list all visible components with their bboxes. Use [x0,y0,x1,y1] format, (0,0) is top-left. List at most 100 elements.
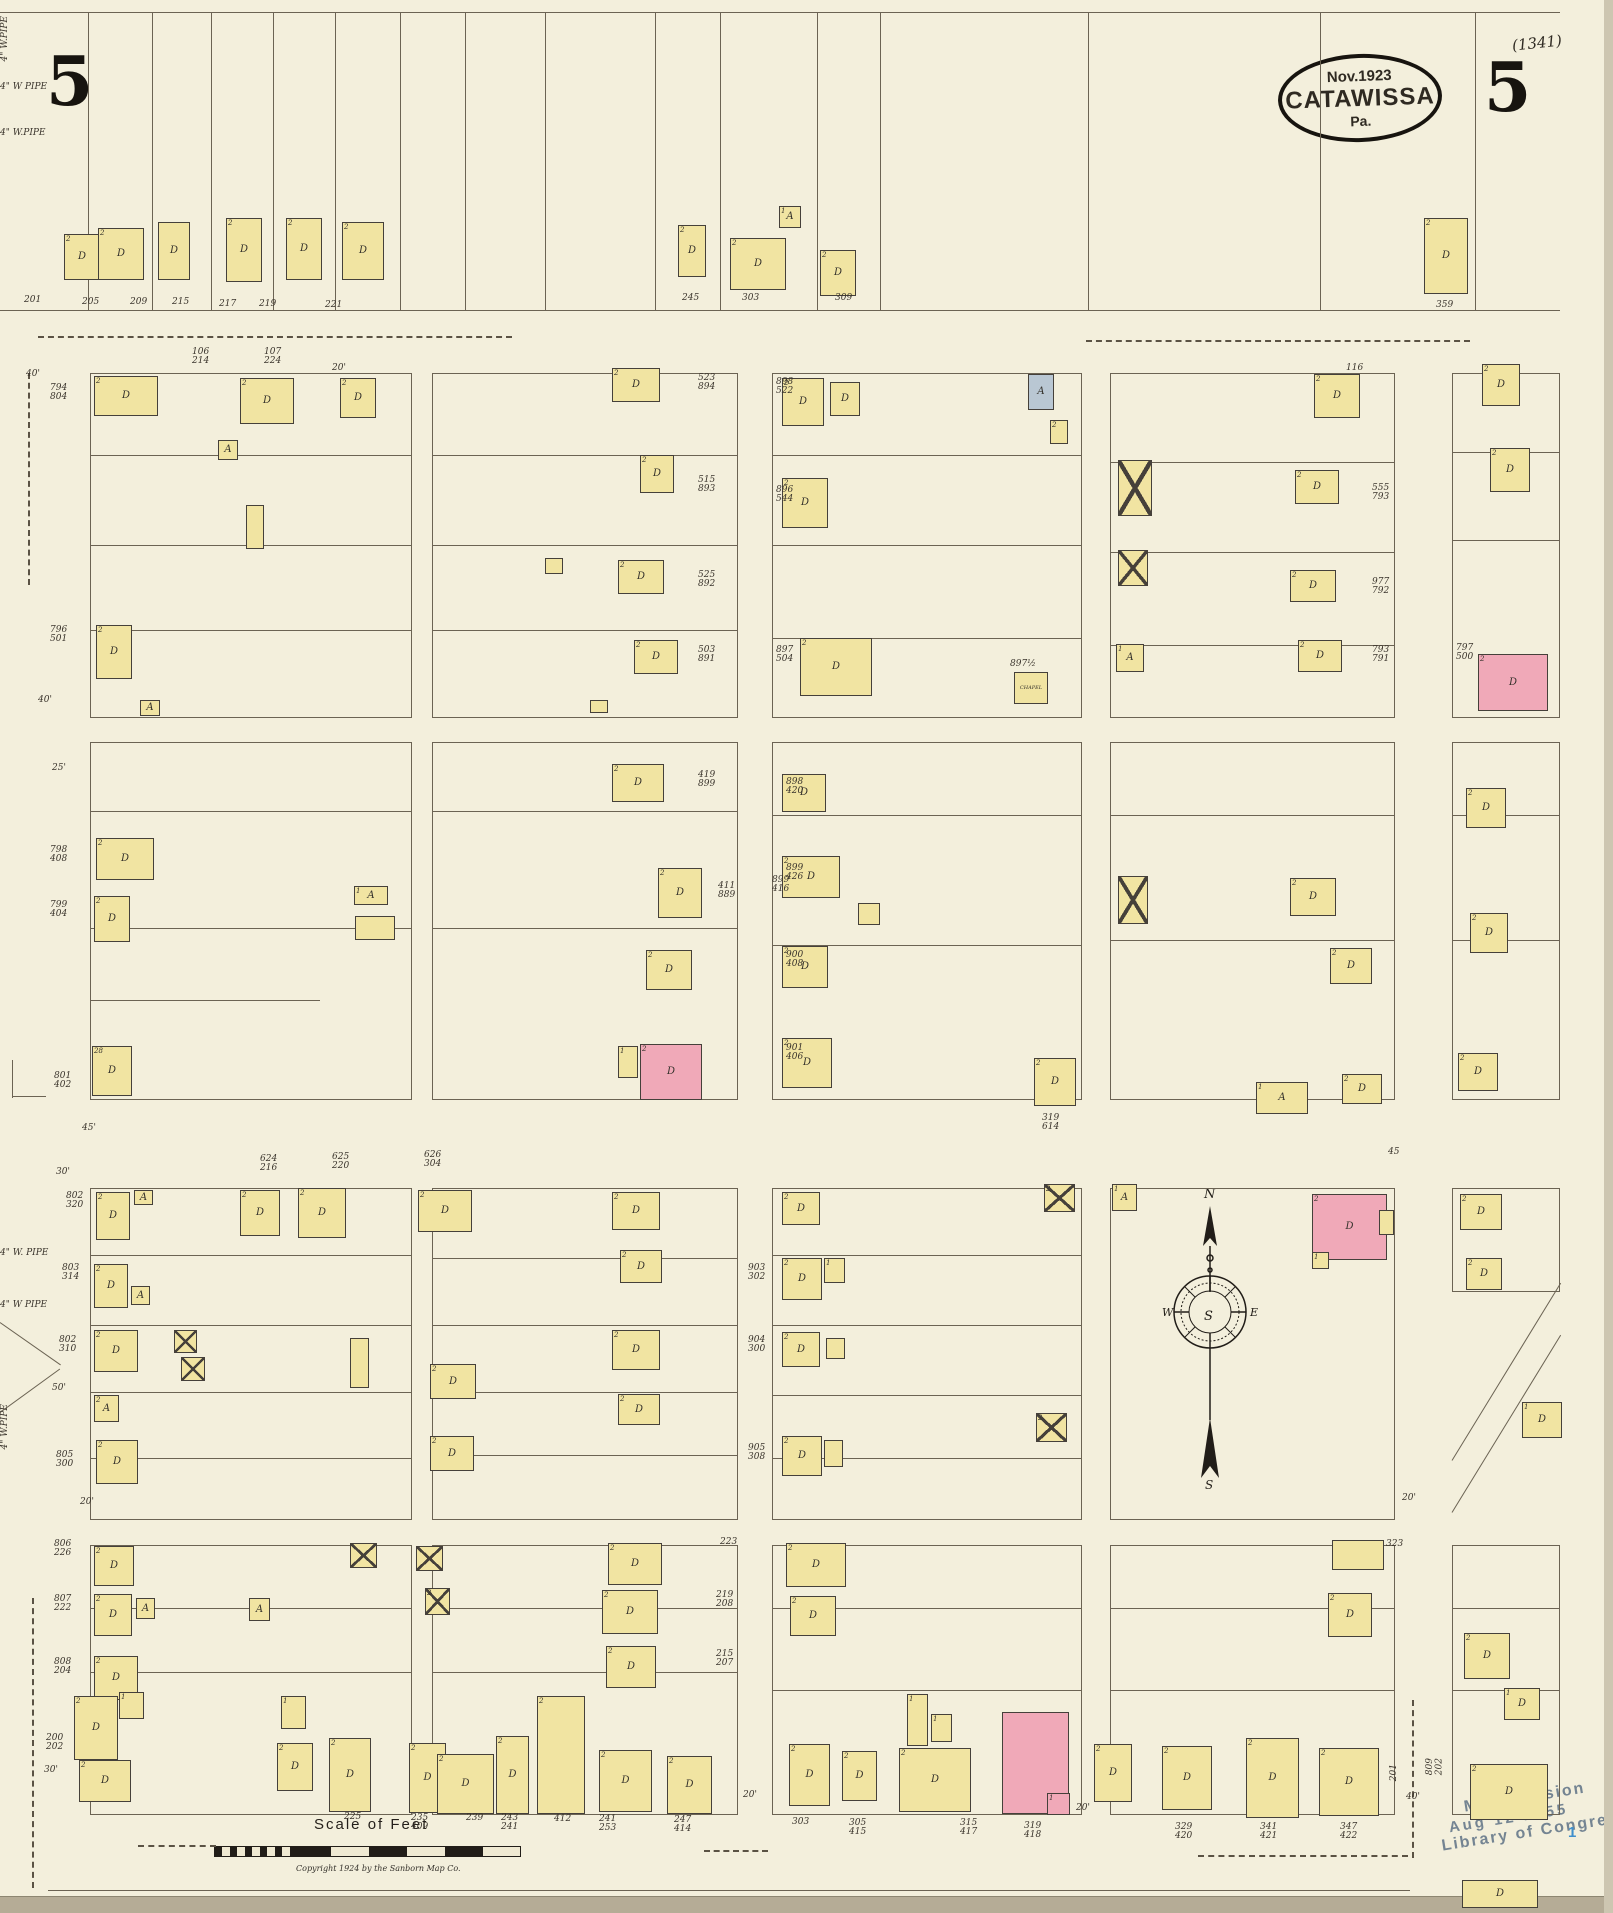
story-number: 2 [1468,789,1473,797]
story-number: 2 [242,1191,247,1199]
building-use-label: CHAPEL [1019,684,1043,691]
lot-number: 411 889 [718,881,736,901]
building-use-label: D [448,1375,458,1387]
lot-number: 20' [743,1790,757,1800]
building: 2 [1036,1413,1067,1442]
story-number: 2 [439,1755,444,1763]
story-number: 2 [98,839,103,847]
building-use-label: D [508,1769,517,1780]
building-use-label: D [1268,1772,1277,1783]
building: 1 [119,1692,144,1719]
building-use-label: A [224,444,232,455]
lot-line-h [12,1096,46,1097]
copyright-line: Copyright 1924 by the Sanborn Map Co. [296,1864,461,1873]
building-use-label: D [808,1610,818,1621]
lot-number: 523 894 [698,373,716,393]
block-outline [772,1545,1082,1815]
building-use-label: D [1050,1076,1060,1087]
building-use-label: D [116,248,126,259]
lot-line-h [90,630,412,631]
building-use-label: D [358,245,368,256]
building-use-label: D [1182,1772,1192,1783]
lot-number: 329 420 [1175,1822,1193,1842]
story-number: 1 [620,1047,625,1055]
building-use-label: D [806,871,816,882]
building: A [218,440,238,460]
story-number: 2 [784,1193,789,1201]
building-use-label: D [664,964,674,975]
building-use-label: D [1308,891,1318,902]
story-number: 2 [242,379,247,387]
lot-line-h [772,455,1082,456]
building-use-label: D [1495,1888,1505,1899]
lot-line-h [0,310,1560,311]
story-number: 2 [1164,1747,1169,1755]
lot-line-v [655,12,656,310]
building-use-label: D [107,913,117,924]
building [545,558,563,574]
story-number: 1 [909,1695,914,1703]
lot-line-h [1110,552,1395,553]
building-use-label: D [111,1672,121,1683]
building-use-label: D [631,1344,641,1355]
story-number: 2 [344,223,349,231]
lot-line-h [772,1690,1082,1691]
building: 1 [931,1714,952,1742]
building-use-label: D [77,251,87,262]
lot-line-v [400,12,401,310]
building-use-label: D [800,497,810,508]
building-use-label: D [107,1065,117,1076]
lot-number: 245 [682,293,700,303]
story-number: 2 [66,235,71,243]
lot-line-h [90,928,412,929]
lot-line-h [432,1392,738,1393]
building [1118,550,1148,586]
lot-number: 799 404 [50,900,68,920]
building: 1 [1312,1252,1329,1269]
story-number: 2 [622,1251,627,1259]
compass-east-label: E [1249,1306,1258,1319]
building-use-label: D [633,777,643,788]
story-number: 2 [96,1396,101,1404]
lot-line-h [1452,540,1560,541]
lot-line-h [772,1395,1082,1396]
block-outline [772,1188,1082,1520]
lot-number: 625 220 [332,1152,350,1172]
lot-line-v [465,12,466,310]
building-use-label: D [840,393,850,404]
building-use-label: D [1332,390,1342,401]
dashed-pipe-line [1412,1700,1414,1858]
lot-number: 323 [1386,1539,1404,1549]
story-number: 2 [432,1437,437,1445]
diagonal-street-line [0,1322,61,1366]
building: D [1462,1880,1538,1908]
lot-line-h [432,1325,738,1326]
building-use-label: D [634,1403,644,1415]
building-use-label: D [239,244,249,255]
story-number: 2 [1472,1765,1477,1773]
block-outline [1452,742,1560,1100]
lot-line-h [1110,462,1395,463]
compass-south-label: S [1205,1478,1213,1490]
lot-number: 30' [56,1167,70,1177]
story-number: 2 [822,251,827,259]
story-number: 2 [1314,1195,1319,1203]
lot-number: 801 402 [54,1071,72,1091]
building-use-label: D [685,1779,694,1790]
building [1118,876,1148,924]
